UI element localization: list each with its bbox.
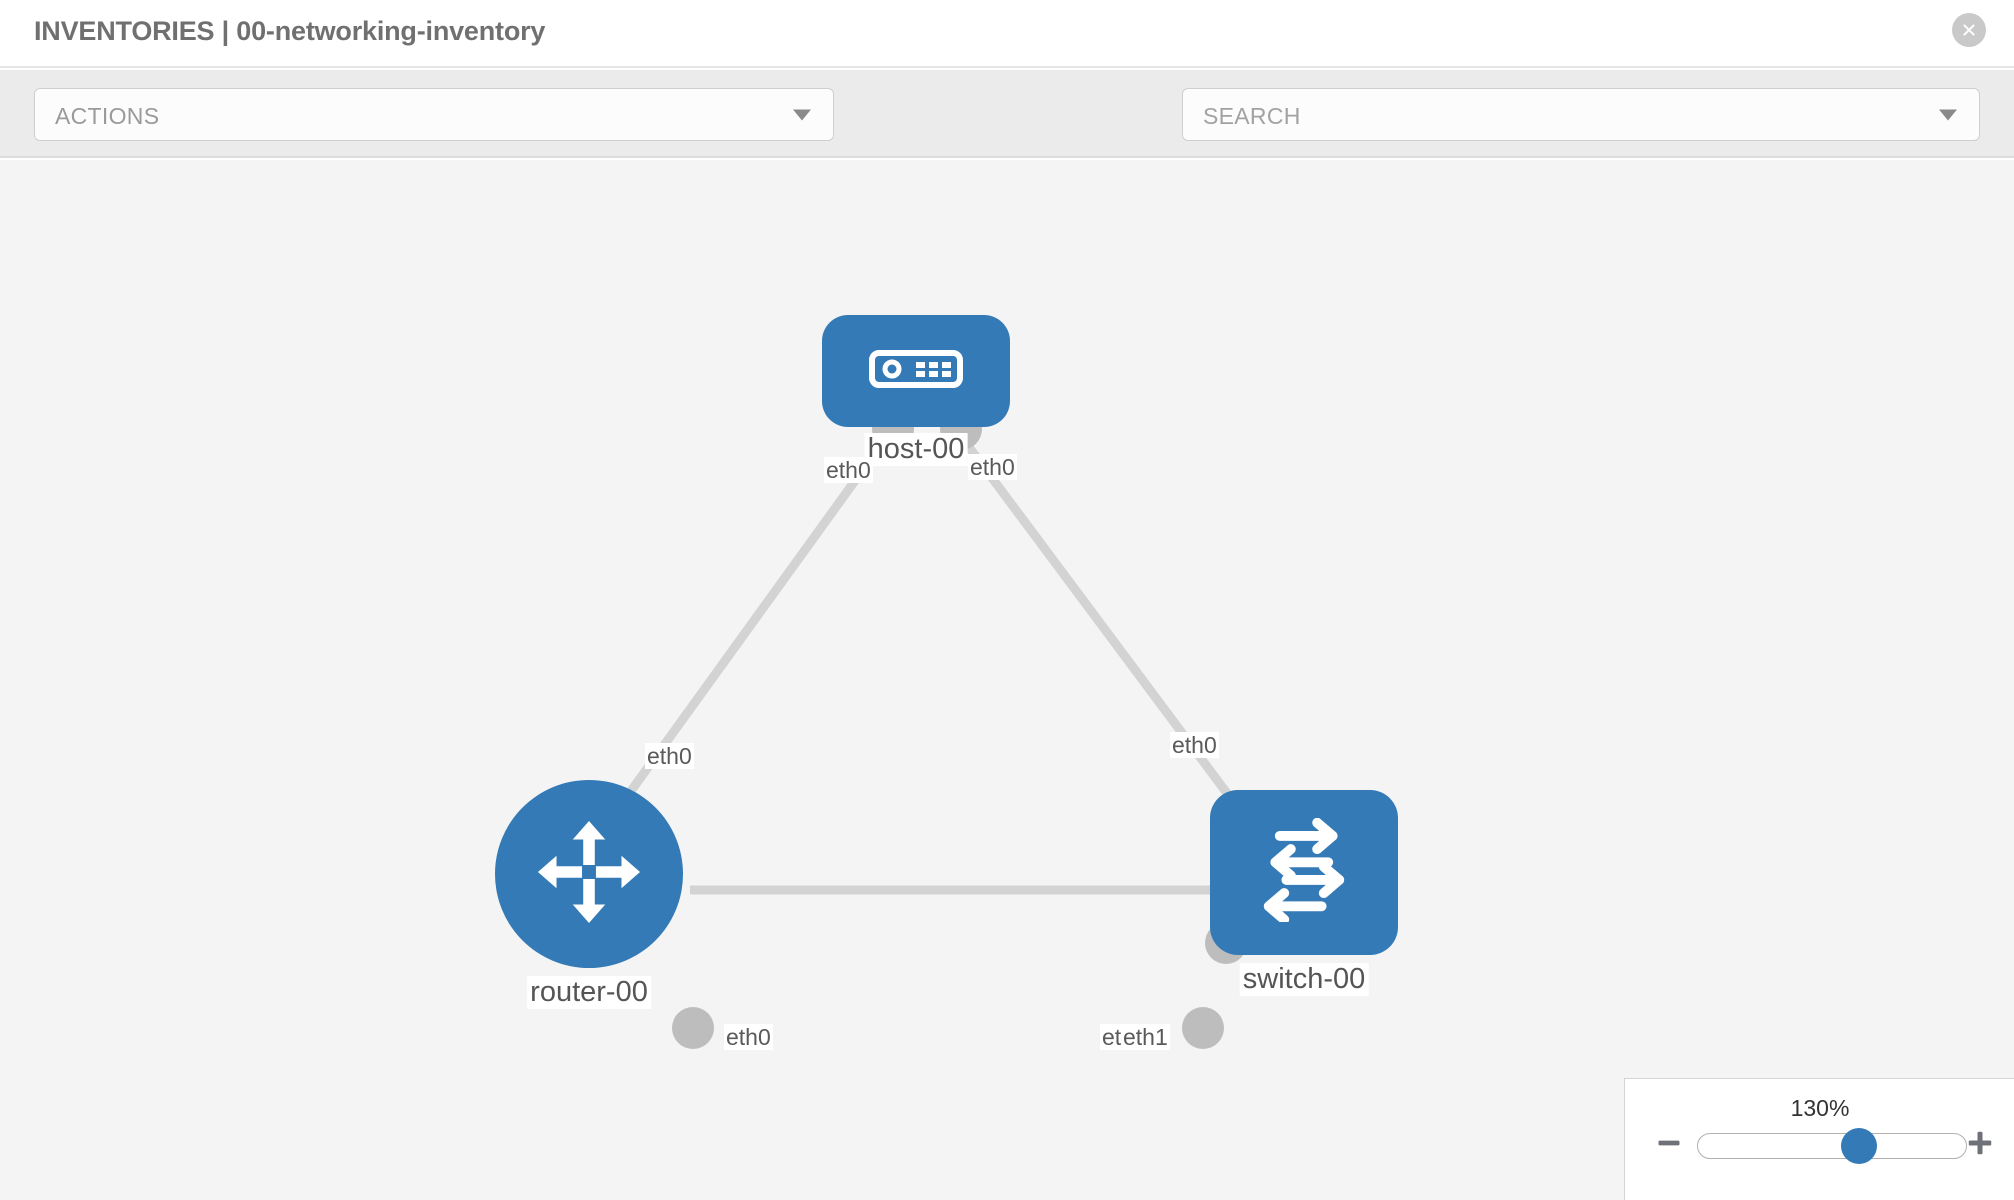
switch-arrows-icon (1249, 817, 1359, 927)
topology-canvas[interactable]: host-00 (0, 160, 2014, 1200)
page-header: INVENTORIES | 00-networking-inventory (0, 0, 2014, 68)
connector-stub-switch-left[interactable] (1182, 1007, 1224, 1049)
server-icon (868, 345, 964, 398)
zoom-level-value: 130% (1790, 1095, 1850, 1121)
zoom-control-panel: 130% (1624, 1078, 2014, 1200)
router-arrows-icon (531, 814, 647, 935)
minus-icon (1655, 1129, 1683, 1162)
actions-dropdown-label: ACTIONS (55, 103, 160, 129)
zoom-slider[interactable] (1697, 1128, 1967, 1164)
edge-label-host-right: eth0 (968, 454, 1017, 481)
page-title: INVENTORIES | 00-networking-inventory (34, 16, 546, 46)
edge-label-host-left: eth0 (824, 457, 873, 484)
node-host-00-label: host-00 (864, 433, 968, 466)
zoom-out-button[interactable] (1651, 1127, 1687, 1163)
close-button[interactable] (1952, 13, 1986, 47)
search-input[interactable]: SEARCH (1182, 88, 1980, 141)
edge-label-router-up: eth0 (645, 743, 694, 770)
node-switch-00-shape[interactable] (1210, 790, 1398, 955)
actions-dropdown[interactable]: ACTIONS (34, 88, 834, 141)
zoom-slider-thumb[interactable] (1840, 1128, 1877, 1164)
chevron-down-icon (793, 109, 811, 120)
search-placeholder: SEARCH (1203, 103, 1301, 129)
chevron-down-icon[interactable] (1939, 109, 1957, 120)
node-switch-00-label: switch-00 (1239, 963, 1369, 996)
toolbar: ACTIONS SEARCH (0, 70, 2014, 194)
node-switch-00[interactable]: switch-00 (1210, 790, 1398, 996)
node-router-00-shape[interactable] (495, 780, 683, 968)
plus-icon (1965, 1128, 1995, 1163)
edge-label-switch-left: eth1 (1121, 1024, 1170, 1051)
zoom-in-button[interactable] (1962, 1127, 1998, 1163)
close-icon (1959, 20, 1979, 40)
node-router-00[interactable]: router-00 (495, 780, 683, 1009)
node-router-00-label: router-00 (527, 976, 651, 1009)
connector-stub-router-right[interactable] (672, 1007, 714, 1049)
edge-label-switch-up: eth0 (1170, 732, 1219, 759)
node-host-00[interactable]: host-00 (822, 315, 1010, 466)
edge-label-router-right: eth0 (724, 1024, 773, 1051)
node-host-00-shape[interactable] (822, 315, 1010, 427)
